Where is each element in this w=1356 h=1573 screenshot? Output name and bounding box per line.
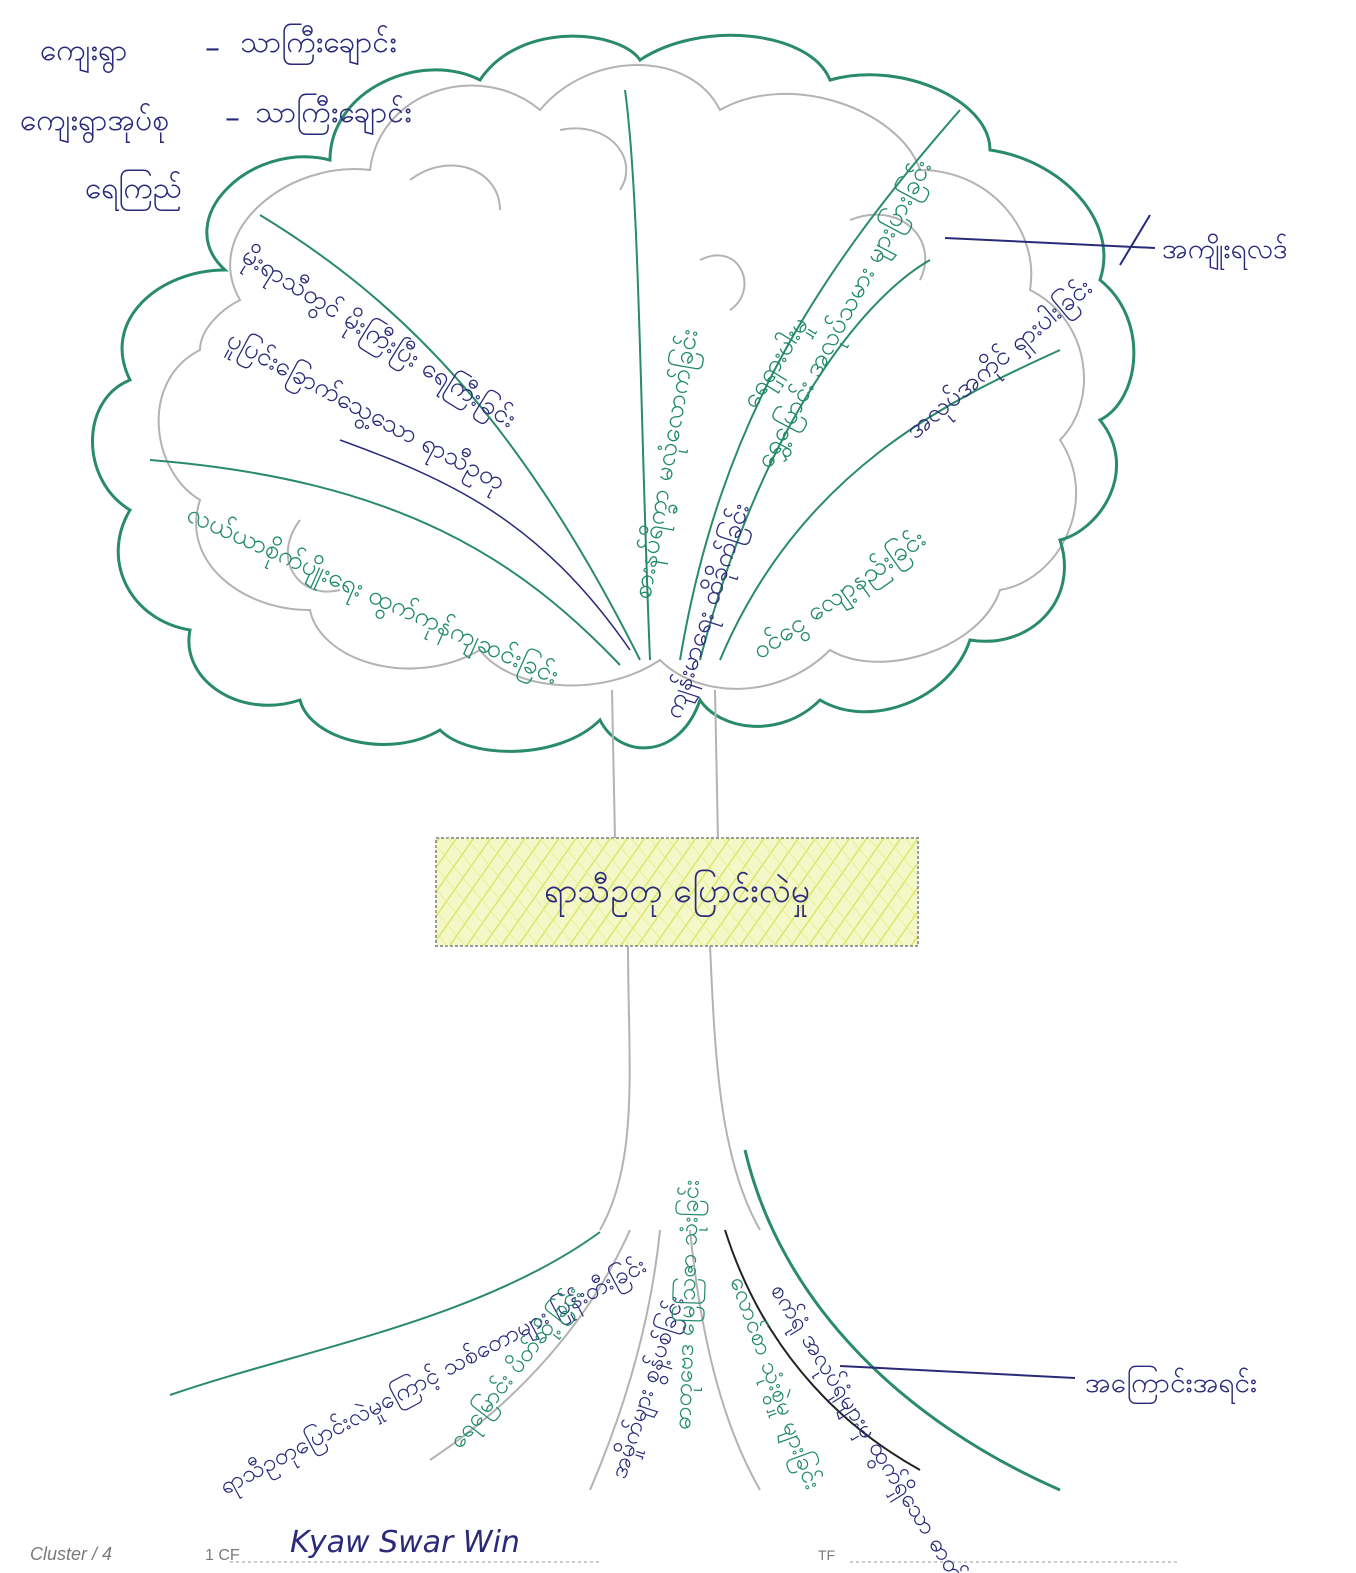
branch-line-2 bbox=[339, 439, 631, 651]
root-line-6 bbox=[743, 1149, 1061, 1492]
root-line-5 bbox=[724, 1229, 921, 1471]
canopy-pencil-curl-3 bbox=[699, 254, 746, 311]
legend-village-name: သာကြီးချောင်း bbox=[240, 23, 397, 66]
trunk-lower bbox=[599, 944, 761, 1231]
center-label-hatch bbox=[436, 838, 918, 946]
root-label-4: ဓာတုဗေဒ မြေဩဇာ သုံးခြင်း bbox=[666, 1179, 710, 1430]
causes-pointer bbox=[839, 1365, 1076, 1379]
footer-tf: TF bbox=[818, 1547, 835, 1563]
branch-label-3: လယ်ယာစိုက်ပျိုးရေး ထွက်ကုန်ကျဆင်းခြင်း bbox=[180, 496, 565, 695]
causes-annotation: အကြောင်းအရင်း bbox=[1085, 1364, 1257, 1405]
branch-line-1 bbox=[259, 214, 641, 661]
root-line-3 bbox=[589, 1229, 661, 1491]
legend-dash-1: – bbox=[205, 31, 220, 66]
branch-line-3 bbox=[149, 459, 621, 666]
canopy-pencil-outline bbox=[157, 64, 1085, 690]
branch-label-7: အလုပ်အကိုင် ရှားပါးခြင်း bbox=[898, 270, 1101, 449]
legend-village-tract-name: သာကြီးချောင်း bbox=[255, 93, 412, 136]
footer-signature: Kyaw Swar Win bbox=[290, 1525, 520, 1560]
trunk-upper bbox=[611, 689, 719, 841]
location-legend: ကျေးရွာ – သာကြီးချောင်း ကျေးရွာအုပ်စု – … bbox=[20, 23, 412, 212]
root-line-4 bbox=[689, 1229, 761, 1491]
root-line-2 bbox=[429, 1229, 631, 1461]
footer-ce: 1 CF bbox=[205, 1547, 240, 1564]
canopy-pencil-curl-1 bbox=[409, 164, 501, 211]
branch-line-6 bbox=[699, 259, 931, 661]
legend-village-tract: ကျေးရွာအုပ်စု bbox=[20, 103, 169, 144]
canopy-pencil-curl-5 bbox=[849, 213, 927, 281]
branch-line-5 bbox=[679, 109, 961, 661]
branch-label-4: စားနပ်ရိက္ခာ မလုံလောက်ခြင်း bbox=[624, 326, 709, 602]
canopy-pencil-curl-4 bbox=[286, 519, 341, 593]
branch-label-6: ကျန်းမာရေး ထိခိုက်ခြင်း bbox=[655, 499, 760, 724]
branch-line-4 bbox=[624, 89, 651, 661]
legend-dash-2: – bbox=[225, 101, 240, 136]
center-label: ရာသီဥတု ပြောင်းလဲမှု bbox=[544, 871, 810, 917]
root-line-1 bbox=[169, 1231, 601, 1396]
footer-cluster: Cluster / 4 bbox=[30, 1544, 112, 1564]
effects-annotation: အကျိုးရလဒ် bbox=[1162, 231, 1288, 271]
branch-line-7 bbox=[719, 349, 1061, 661]
canopy-outline bbox=[91, 33, 1136, 753]
branch-label-8: ဝင်ငွေ လျော့နည်းခြင်း bbox=[745, 521, 934, 669]
canopy-pencil-curl-2 bbox=[559, 127, 628, 191]
legend-village: ကျေးရွာ bbox=[40, 33, 128, 74]
legend-township: ရေကြည် bbox=[85, 169, 182, 212]
effects-pointer bbox=[944, 237, 1156, 249]
root-label-1: ရာသီဥတုပြောင်းလဲမှုကြောင့် သစ်တောများ ပြ… bbox=[214, 1249, 653, 1505]
effects-pointer-tick bbox=[1119, 214, 1151, 266]
